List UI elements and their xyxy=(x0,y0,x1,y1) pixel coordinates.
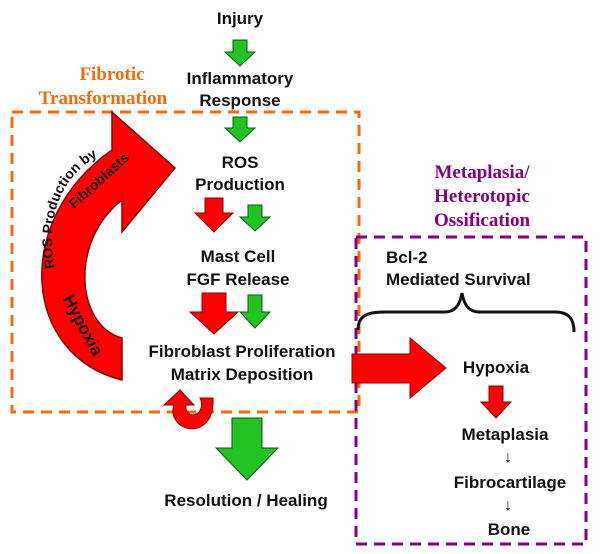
mast-label-1: Mast Cell xyxy=(201,247,276,266)
injury-label: Injury xyxy=(217,9,264,28)
metaplasia-title-2: Heterotopic xyxy=(434,186,530,207)
fibroblast-label-2: Matrix Deposition xyxy=(171,365,314,384)
green-arrow-inflammatory xyxy=(223,116,257,143)
inflammatory-label-2: Response xyxy=(199,91,280,110)
fibrocartilage-label: Fibrocartilage xyxy=(454,473,566,492)
bcl2-label-1: Bcl-2 xyxy=(386,248,428,267)
green-arrow-injury xyxy=(223,39,257,67)
inflammatory-label-1: Inflammatory xyxy=(187,69,294,88)
resolution-label: Resolution / Healing xyxy=(164,491,327,510)
hypoxia-right-label: Hypoxia xyxy=(463,358,530,377)
ros-hypoxia-curved-arrow xyxy=(41,110,177,381)
ros-label-1: ROS xyxy=(222,153,259,172)
green-arrow-ros xyxy=(238,204,272,232)
mast-label-2: FGF Release xyxy=(187,270,290,289)
fibroblast-feedback-arrow xyxy=(162,389,214,430)
red-arrow-ros xyxy=(193,197,235,233)
metaplasia-box xyxy=(354,235,588,546)
red-arrow-to-metaplasia xyxy=(351,336,447,400)
ros-label-2: Production xyxy=(195,175,285,194)
metaplasia-title-3: Ossification xyxy=(434,210,530,231)
red-arrow-mast xyxy=(188,292,240,335)
red-arrow-hypoxia-metaplasia xyxy=(479,385,513,419)
small-arrow-1: ↓ xyxy=(504,449,512,466)
bcl2-label-2: Mediated Survival xyxy=(386,270,531,289)
fibroblast-label-1: Fibroblast Proliferation xyxy=(148,342,335,361)
bone-label: Bone xyxy=(488,520,531,539)
green-arrow-resolution xyxy=(214,417,280,481)
fibrotic-title-2: Transformation xyxy=(39,88,168,109)
metaplasia-step-label: Metaplasia xyxy=(462,425,549,444)
small-arrow-2: ↓ xyxy=(504,497,512,514)
metaplasia-title-1: Metaplasia/ xyxy=(435,162,531,183)
green-arrow-mast xyxy=(238,294,272,329)
survival-brace xyxy=(356,292,576,333)
fibrotic-title-1: Fibrotic xyxy=(79,64,144,85)
